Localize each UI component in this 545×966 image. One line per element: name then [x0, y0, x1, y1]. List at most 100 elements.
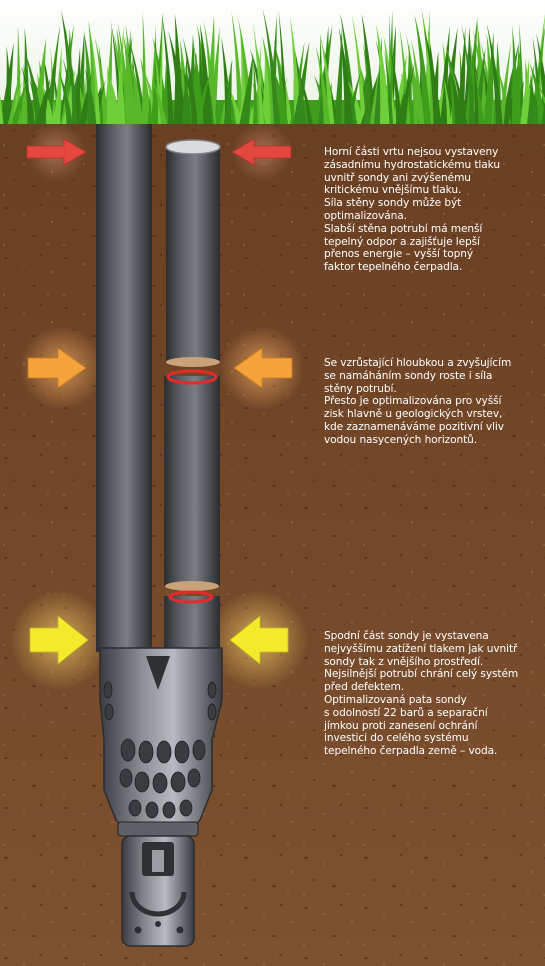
grass-blade — [529, 63, 545, 128]
grass-blade — [252, 21, 265, 129]
grass-blade — [123, 34, 137, 128]
grass-blade — [376, 24, 390, 128]
text-line: zisk hlavně u geologických vrstev, — [324, 408, 503, 421]
arrow-left-icon — [231, 138, 292, 166]
text-line: faktor tepelného čerpadla. — [324, 261, 463, 274]
foot-studs — [103, 681, 217, 819]
text-line: stěny potrubí. — [324, 382, 397, 395]
soil-texture — [0, 124, 545, 966]
grass-blade — [461, 22, 476, 129]
grass-blade — [390, 52, 403, 128]
text-line: před defektem. — [324, 681, 405, 694]
grass-blade — [278, 10, 288, 128]
grass-blade — [9, 80, 28, 128]
arrow-mid-right-icon — [233, 347, 293, 389]
grass-blade — [231, 11, 245, 128]
text-line: jímkou proti zanesení ochrání — [324, 719, 478, 732]
grass-blade — [24, 51, 44, 128]
sump-bolt-left — [134, 926, 142, 934]
grass-blade — [473, 50, 479, 128]
grass-blade — [68, 45, 78, 128]
text-line: uvnitř sondy ani zvýšenému — [324, 171, 471, 184]
grass-blade — [391, 53, 408, 128]
grass-blade — [540, 101, 545, 128]
grass-blade — [223, 59, 232, 128]
sump-clip — [152, 850, 164, 872]
grass-blade — [94, 36, 109, 128]
grass-blade — [526, 75, 536, 128]
grass-blade — [151, 78, 168, 128]
grass-blade — [319, 33, 335, 128]
grass-blade — [53, 46, 62, 128]
text-line: Slabší stěna potrubí má menší — [324, 222, 483, 235]
arrow-bot-right-icon — [229, 615, 289, 665]
grass-blade — [225, 81, 243, 128]
grass — [0, 8, 545, 129]
text-line: sondy tak z vnějšího prostředí. — [324, 655, 484, 668]
grass-blade — [410, 38, 425, 128]
grass-blade — [182, 36, 199, 129]
grass-blade — [141, 10, 147, 129]
grass-blade — [340, 12, 357, 128]
pipe-segment-bottom — [164, 596, 220, 652]
grass-blade — [20, 63, 28, 128]
foot-groove-v — [146, 656, 170, 690]
grass-blade — [262, 8, 281, 128]
grass-blade — [252, 55, 258, 129]
grass-blade — [363, 56, 371, 128]
arrow-mid-left-icon — [27, 347, 87, 389]
sump-bolt-center — [155, 921, 161, 927]
grass-blade — [396, 74, 410, 128]
probe-pipe-left — [96, 124, 152, 652]
sump-ring — [129, 891, 187, 917]
text-line: Síla stěny sondy může být — [324, 197, 462, 210]
arrow-bot-left-icon — [29, 615, 89, 665]
grass-blade — [511, 44, 521, 128]
grass-blade — [128, 38, 147, 128]
grass-blade — [71, 47, 81, 128]
foot-collar — [117, 821, 199, 837]
grass-blade — [0, 95, 4, 128]
grass-blade — [440, 27, 458, 128]
text-line: se namáháním sondy roste i síla — [324, 369, 493, 382]
text-line: Optimalizovaná pata sondy — [324, 693, 467, 706]
grass-blade — [443, 74, 452, 128]
grass-blade — [414, 14, 432, 128]
text-line: Přesto je optimalizována pro vyšší — [324, 395, 502, 408]
grass-blade — [161, 14, 174, 128]
text-line: kde zaznamenáváme pozitivní vliv — [324, 420, 504, 433]
arrow-top-right — [231, 138, 292, 166]
grass-blade — [260, 52, 271, 128]
grass-blade — [193, 43, 204, 128]
grass-blade — [351, 14, 367, 128]
grass-blade — [292, 41, 310, 128]
grass-blade — [449, 69, 464, 128]
grass-blade — [90, 34, 101, 129]
grass-blade — [4, 45, 12, 128]
grass-blade — [333, 26, 343, 129]
text-line: tepelného čerpadla země – voda. — [324, 745, 498, 758]
grass-blade — [519, 58, 530, 128]
grass-blade — [423, 27, 442, 128]
text-line: Nejsilnější potrubí chrání celý systém — [324, 668, 519, 681]
grass-blade — [59, 81, 71, 128]
grass-blade — [173, 13, 184, 128]
probe-pipe-right — [164, 139, 221, 652]
grass-blade — [482, 32, 494, 129]
grass-blade — [203, 15, 215, 128]
pipe-cut-middle — [165, 581, 219, 591]
pipe-segment-middle — [164, 376, 220, 586]
pipe-opening-top — [165, 139, 221, 155]
pipe-segment-top — [166, 146, 220, 362]
text-line: nejvyššímu zatížení tlakem jak uvnitř — [324, 642, 518, 655]
pipe-cut-top — [166, 357, 220, 367]
grass-blade — [21, 66, 36, 128]
grass-blade — [131, 62, 144, 128]
text-line: vodou nasycených horizontů. — [324, 433, 478, 446]
grass-blade — [373, 35, 382, 128]
grass-blade — [106, 64, 113, 128]
